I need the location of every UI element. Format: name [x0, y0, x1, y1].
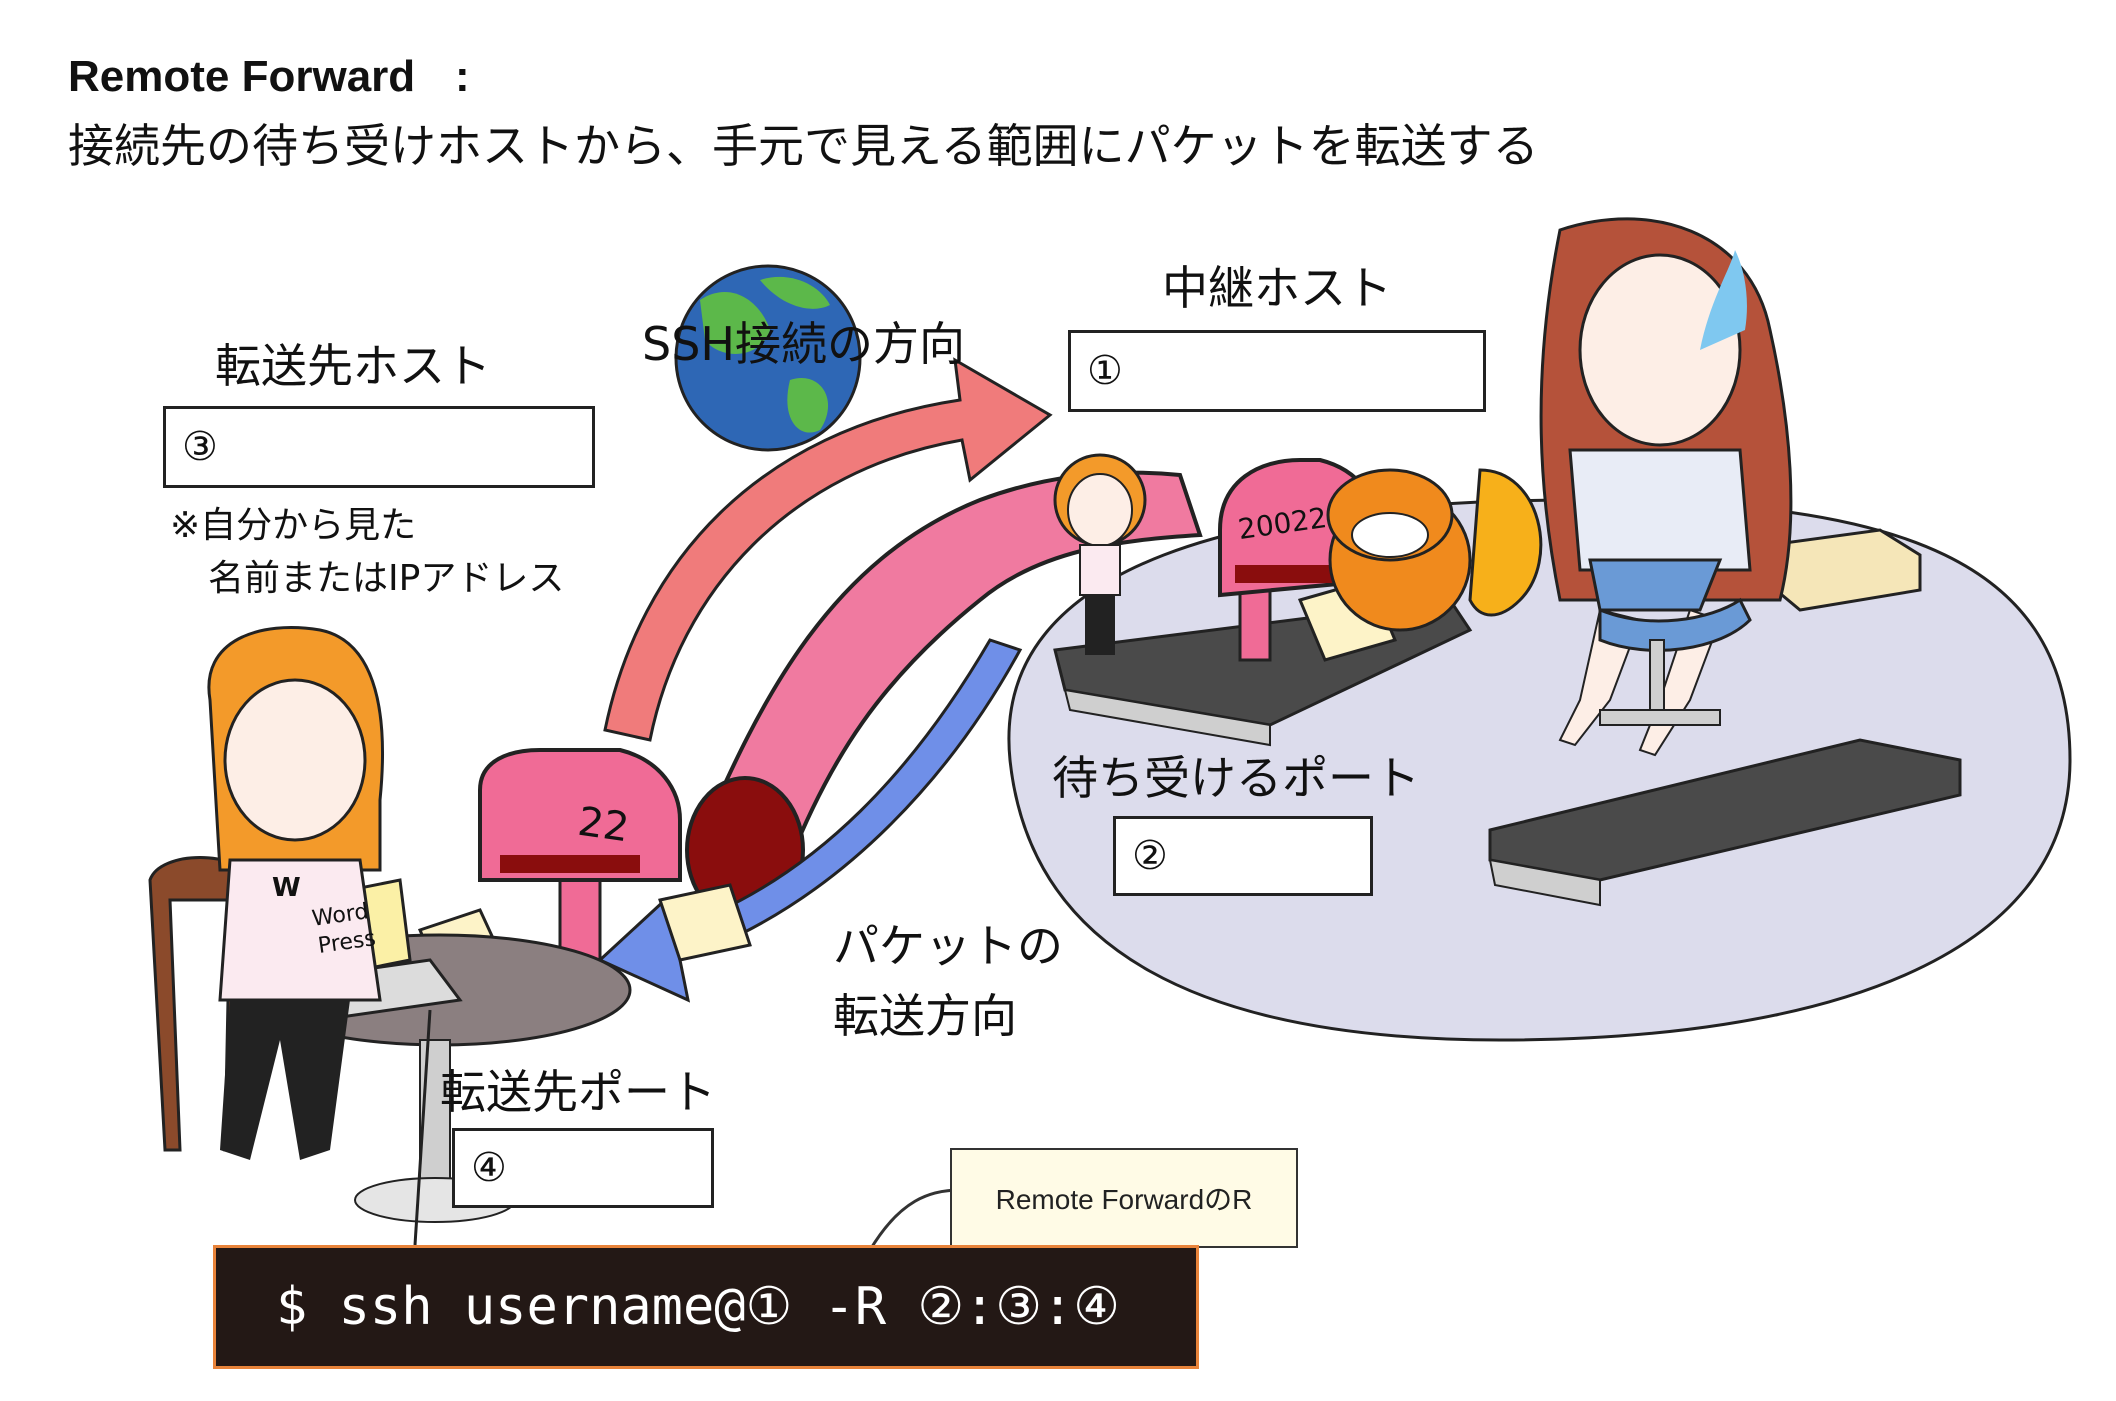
title-japanese: 接続先の待ち受けホストから、手元で見える範囲にパケットを転送する [68, 119, 1539, 173]
local-mailbox-number: 22 [575, 798, 632, 852]
packet-direction-label-1: パケットの [833, 919, 1063, 973]
note-line-2: 名前またはIPアドレス [208, 558, 565, 599]
pink-tunnel [697, 470, 1203, 863]
title-colon: : [455, 52, 470, 101]
local-mailbox [478, 748, 682, 982]
title-english: Remote Forward [68, 52, 416, 101]
fox-icon [1326, 468, 1543, 632]
dest-port-label: 転送先ポート [440, 1065, 716, 1119]
ssh-direction-label: SSH接続の方向 [642, 317, 965, 371]
ssh-direction-arrow [603, 357, 1053, 742]
listen-port-number: ② [1132, 833, 1168, 879]
office-chair [1598, 597, 1752, 726]
terminal-connector [413, 1009, 432, 1246]
dest-port-box: ④ [452, 1128, 714, 1208]
globe-icon [674, 264, 862, 452]
listen-port-label: 待ち受けるポート [1052, 751, 1420, 805]
wordpress-badge: W [272, 873, 301, 903]
packet-direction-arrow [597, 638, 1023, 1003]
relay-host-number: ① [1087, 348, 1123, 394]
second-server [1488, 738, 1962, 907]
relay-host-box: ① [1068, 330, 1486, 412]
listen-port-box: ② [1113, 816, 1373, 896]
dest-port-number: ④ [471, 1145, 507, 1191]
dest-host-label: 転送先ホスト [215, 339, 491, 393]
remote-forward-callout: Remote ForwardのR [950, 1148, 1298, 1248]
dest-host-box: ③ [163, 406, 595, 488]
local-user-character [207, 626, 384, 1160]
terminal-command[interactable]: $ ssh username@① -R ②:③:④ [213, 1245, 1199, 1369]
relay-host-label: 中継ホスト [1162, 261, 1392, 315]
dest-host-number: ③ [182, 424, 218, 470]
callout-pointer [868, 1188, 961, 1251]
note-line-1: ※自分から見た [170, 505, 417, 546]
relay-small-character [1053, 453, 1147, 655]
packet-direction-label-2: 転送方向 [833, 989, 1017, 1043]
